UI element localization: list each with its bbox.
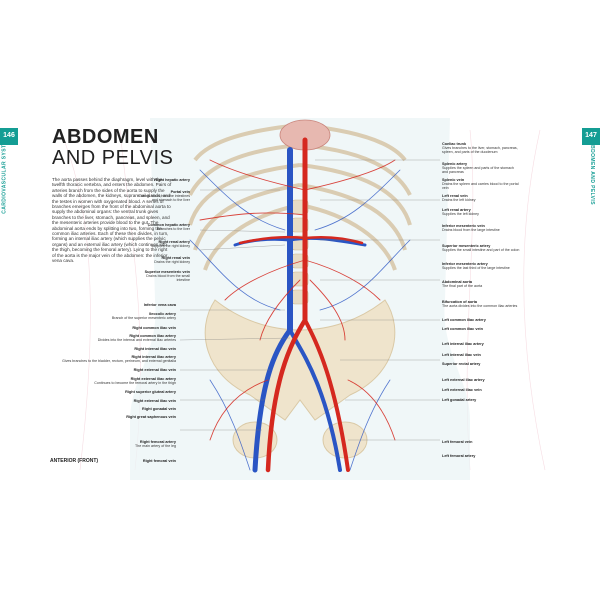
right-page-number-tab: 147: [582, 128, 600, 145]
page-title-line2: AND PELVIS: [52, 147, 174, 169]
callout-left-1: Right hepatic artery: [154, 178, 190, 182]
callout-right-18: Left gonadal artery: [442, 398, 477, 402]
callout-right-15: Superior rectal artery: [442, 362, 481, 366]
callout-right-11: Left common iliac artery: [442, 318, 486, 322]
callout-left-low-11: Right gonadal vein: [142, 407, 176, 411]
intro-text: The aorta passes behind the diaphragm, l…: [52, 177, 172, 264]
page-title-line1: ABDOMEN: [52, 126, 159, 148]
callout-right-17: Left external iliac vein: [442, 388, 482, 392]
left-page-number-tab: 146: [0, 128, 18, 145]
callout-right-19: Left femoral vein: [442, 440, 473, 444]
left-page-tab: [0, 118, 18, 480]
section-label-right: ABDOMEN AND PELVIS: [588, 141, 595, 205]
callout-left-low-1: Inferior vena cava: [143, 303, 176, 307]
callout-left-low-5: Right internal iliac vein: [134, 347, 176, 351]
callout-left-low-9: Right superior gluteal artery: [125, 390, 176, 394]
callout-right-20: Left femoral artery: [442, 454, 476, 458]
callout-right-12: Left common iliac vein: [442, 327, 483, 331]
callout-right-14: Left internal iliac vein: [442, 353, 481, 357]
view-label: ANTERIOR (FRONT): [50, 458, 99, 464]
callout-right-16: Left external iliac artery: [442, 378, 485, 382]
callout-right-13: Left internal iliac artery: [442, 342, 484, 346]
leader-lines: [179, 159, 440, 441]
callout-left-low-7: Right external iliac vein: [133, 368, 176, 372]
callout-left-low-3: Right common iliac vein: [132, 326, 176, 330]
callout-left-low-12: Right great saphenous vein: [126, 415, 176, 419]
callout-left-low-14: Right femoral vein: [142, 459, 176, 463]
callout-left-low-10: Right external iliac vein: [133, 399, 176, 403]
arteries: [199, 137, 396, 473]
page-number-left: 146: [3, 132, 15, 139]
section-label-left: CARDIOVASCULAR SYSTEM: [1, 136, 8, 214]
page-number-right: 147: [585, 132, 597, 139]
